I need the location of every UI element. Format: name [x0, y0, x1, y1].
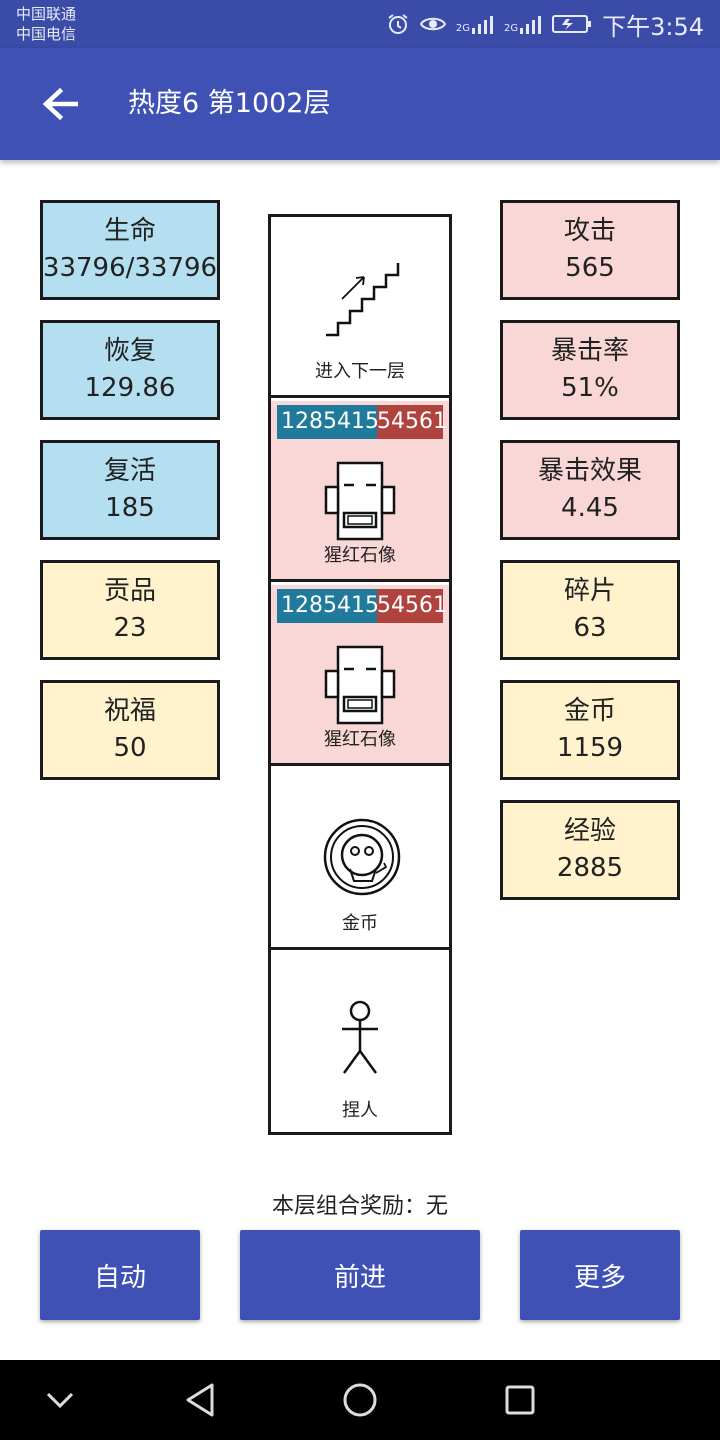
enemy-stats-bar: 1285415 54561: [277, 405, 447, 439]
square-recents-icon: [505, 1385, 535, 1415]
stat-attack: 攻击 565: [500, 200, 680, 300]
statue-icon: [324, 461, 396, 541]
stat-hp: 生命 33796/33796: [40, 200, 220, 300]
stick-figure-icon: [342, 1000, 378, 1074]
system-nav-bar: [0, 1360, 720, 1440]
stat-label: 祝福: [103, 696, 156, 726]
stat-value: 23: [113, 613, 147, 643]
cell-label: 金币: [342, 913, 378, 934]
circle-home-icon: [343, 1383, 377, 1417]
stat-blessing: 祝福 50: [40, 680, 220, 780]
signal-1: 2G: [456, 14, 494, 34]
chevron-down-icon: [46, 1392, 74, 1408]
stat-value: 1159: [556, 733, 624, 763]
coin-icon: [323, 818, 401, 896]
stat-tribute: 贡品 23: [40, 560, 220, 660]
status-icons: 2G 2G 下午3:54: [386, 10, 704, 41]
floor-tower: 进入下一层 1285415 54561 猩红石像 1285415 54561: [268, 214, 452, 1135]
signal-bars-icon: [520, 16, 542, 34]
stat-value: 2885: [556, 853, 624, 883]
reward-label: 本层组合奖励：: [271, 1194, 426, 1219]
tower-cell-enemy[interactable]: 1285415 54561 猩红石像: [271, 585, 449, 766]
stat-regen: 恢复 129.86: [40, 320, 220, 420]
stat-gold: 金币 1159: [500, 680, 680, 780]
stat-value: 51%: [561, 373, 619, 403]
stat-label: 生命: [103, 216, 156, 246]
stat-label: 贡品: [103, 576, 156, 606]
more-button[interactable]: 更多: [520, 1230, 680, 1320]
tower-cell-enemy[interactable]: 1285415 54561 猩红石像: [271, 401, 449, 582]
enemy-hp: 1285415: [277, 405, 379, 439]
tower-cell-coin[interactable]: 金币: [271, 769, 449, 950]
statue-icon: [324, 645, 396, 725]
nav-collapse-button[interactable]: [40, 1380, 80, 1420]
stat-label: 攻击: [563, 216, 616, 246]
stat-revive: 复活 185: [40, 440, 220, 540]
stat-value: 50: [113, 733, 147, 763]
stat-value: 185: [105, 493, 155, 523]
stat-crit-rate: 暴击率 51%: [500, 320, 680, 420]
cell-label: 猩红石像: [324, 729, 396, 750]
stat-label: 暴击率: [550, 336, 629, 366]
tower-cell-stairs[interactable]: 进入下一层: [271, 217, 449, 398]
enemy-attack: 54561: [377, 589, 447, 623]
battery-charging-icon: [552, 15, 592, 33]
signal-2: 2G: [504, 14, 542, 34]
stat-label: 金币: [563, 696, 616, 726]
alarm-icon: [388, 14, 408, 34]
stat-label: 暴击效果: [537, 456, 642, 486]
status-bar: 中国联通 中国电信 2G 2G 下午3:54: [0, 0, 720, 48]
reward-value: 无: [426, 1194, 449, 1219]
nav-back-button[interactable]: [180, 1380, 220, 1420]
arrow-left-icon: [42, 88, 78, 120]
tower-cell-customize[interactable]: 捏人: [271, 953, 449, 1134]
cell-label: 猩红石像: [324, 545, 396, 566]
carrier-1: 中国联通: [16, 5, 77, 23]
stat-shards: 碎片 63: [500, 560, 680, 660]
stat-label: 碎片: [563, 576, 616, 606]
cell-label: 进入下一层: [315, 361, 405, 382]
cell-label: 捏人: [342, 1100, 378, 1121]
nav-home-button[interactable]: [340, 1380, 380, 1420]
stat-value: 33796/33796: [42, 253, 218, 283]
auto-button[interactable]: 自动: [40, 1230, 200, 1320]
signal-bars-icon: [471, 16, 493, 34]
stat-value: 4.45: [561, 493, 619, 523]
enemy-hp: 1285415: [277, 589, 379, 623]
stat-value: 565: [565, 253, 615, 283]
clock: 下午3:54: [602, 12, 704, 41]
stat-value: 63: [573, 613, 607, 643]
enemy-attack: 54561: [377, 405, 447, 439]
stat-label: 复活: [103, 456, 156, 486]
forward-button[interactable]: 前进: [240, 1230, 480, 1320]
network-type-2: 2G: [503, 23, 519, 34]
app-bar: 热度6 第1002层: [0, 48, 720, 160]
carrier-info: 中国联通 中国电信: [16, 4, 76, 44]
stairs-icon: [326, 263, 400, 337]
triangle-back-icon: [186, 1383, 214, 1417]
stat-label: 恢复: [103, 336, 156, 366]
stat-label: 经验: [563, 816, 616, 846]
nav-recents-button[interactable]: [500, 1380, 540, 1420]
stat-crit-effect: 暴击效果 4.45: [500, 440, 680, 540]
stat-exp: 经验 2885: [500, 800, 680, 900]
carrier-2: 中国电信: [16, 25, 77, 43]
page-title: 热度6 第1002层: [128, 88, 331, 119]
enemy-stats-bar: 1285415 54561: [277, 589, 447, 623]
floor-combo-reward: 本层组合奖励：无: [0, 1188, 720, 1220]
stat-value: 129.86: [84, 373, 176, 403]
back-button[interactable]: [36, 82, 84, 126]
eye-icon: [419, 17, 446, 31]
network-type-1: 2G: [455, 23, 470, 34]
